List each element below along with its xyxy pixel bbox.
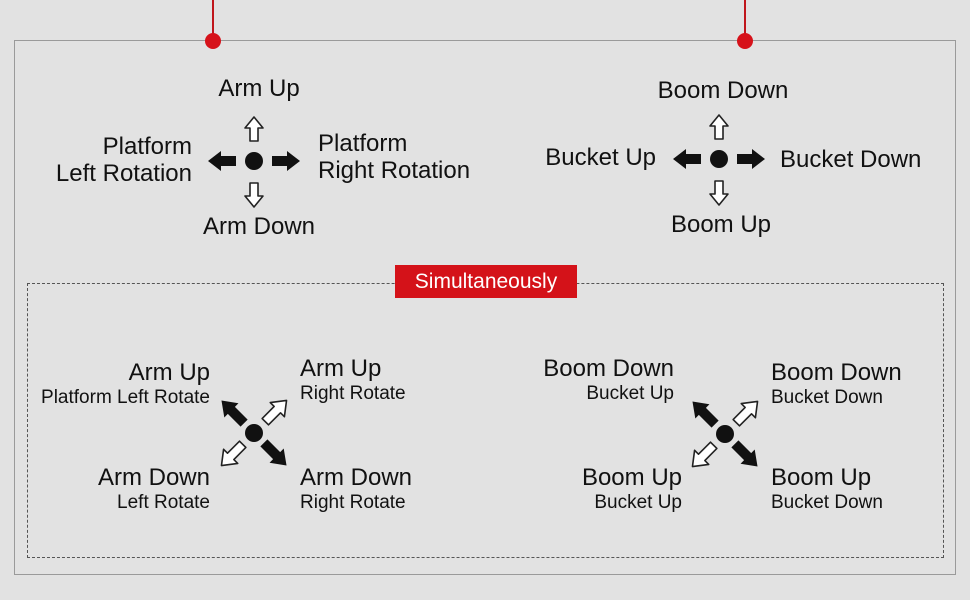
platform-left-arrow-icon xyxy=(208,151,236,171)
arm-up-arrow-icon xyxy=(244,116,264,142)
boom-down-label: Boom Down xyxy=(657,77,789,104)
main-label: Arm Up xyxy=(128,359,210,386)
arm-up-platform-left-rotate-label: Arm Up Platform Left Rotate xyxy=(30,359,210,408)
sub-label: Bucket Up xyxy=(586,382,674,404)
main-label: Boom Down xyxy=(543,355,674,382)
left-hanging-wire xyxy=(212,0,214,36)
lower-left-outline-arrow-icon xyxy=(684,437,722,475)
boom-down-bucket-up-label: Boom Down Bucket Up xyxy=(520,355,674,404)
platform-left-line2: Left Rotation xyxy=(55,159,192,187)
upper-right-outline-arrow-icon xyxy=(257,392,295,430)
sub-label: Bucket Down xyxy=(771,386,883,408)
platform-right-line2: Right Rotation xyxy=(318,156,471,184)
upper-left-solid-arrow-icon xyxy=(214,393,252,431)
joystick-center-dot xyxy=(245,152,263,170)
left-pin-icon xyxy=(205,33,221,49)
boom-down-bucket-down-label: Boom Down Bucket Down xyxy=(771,359,941,408)
bucket-up-label: Bucket Up xyxy=(545,144,656,171)
upper-left-solid-arrow-icon xyxy=(685,394,723,432)
boom-down-arrow-icon xyxy=(709,114,729,140)
sub-label: Right Rotate xyxy=(300,382,406,404)
boom-bucket-diagonal-cross xyxy=(684,393,766,475)
platform-right-arrow-icon xyxy=(272,151,300,171)
boom-up-label: Boom Up xyxy=(670,211,772,238)
sub-label: Platform Left Rotate xyxy=(41,386,210,408)
bucket-down-arrow-icon xyxy=(737,149,765,169)
main-label: Arm Down xyxy=(300,464,413,491)
main-label: Arm Up xyxy=(300,355,382,382)
joystick-center-dot xyxy=(245,424,263,442)
platform-left-line1: Platform xyxy=(102,133,192,160)
main-label: Arm Down xyxy=(97,464,210,491)
arm-down-arrow-icon xyxy=(244,182,264,208)
arm-down-left-rotate-label: Arm Down Left Rotate xyxy=(60,464,210,513)
sub-label: Bucket Up xyxy=(594,491,682,513)
right-pin-icon xyxy=(737,33,753,49)
main-label: Boom Up xyxy=(771,464,872,491)
joystick-center-dot xyxy=(716,425,734,443)
lower-right-solid-arrow-icon xyxy=(256,435,294,473)
sub-label: Right Rotate xyxy=(300,491,406,513)
bucket-up-arrow-icon xyxy=(673,149,701,169)
arm-up-right-rotate-label: Arm Up Right Rotate xyxy=(300,355,460,404)
joystick-center-dot xyxy=(710,150,728,168)
platform-left-rotation-label: Platform Left Rotation xyxy=(30,133,192,188)
arm-platform-cross xyxy=(208,116,300,208)
joystick-panel xyxy=(14,40,956,575)
boom-up-bucket-down-label: Boom Up Bucket Down xyxy=(771,464,921,513)
platform-right-rotation-label: Platform Right Rotation xyxy=(318,130,488,185)
arm-platform-diagonal-cross xyxy=(213,392,295,474)
arm-down-label: Arm Down xyxy=(202,213,316,240)
main-label: Boom Down xyxy=(771,359,902,386)
lower-left-outline-arrow-icon xyxy=(213,436,251,474)
main-label: Boom Up xyxy=(581,464,682,491)
lower-right-solid-arrow-icon xyxy=(727,436,765,474)
bucket-down-label: Bucket Down xyxy=(780,146,922,173)
right-hanging-wire xyxy=(744,0,746,36)
boom-up-arrow-icon xyxy=(709,180,729,206)
simultaneously-badge: Simultaneously xyxy=(395,265,577,298)
boom-up-bucket-up-label: Boom Up Bucket Up xyxy=(540,464,682,513)
arm-up-label: Arm Up xyxy=(218,75,300,102)
arm-down-right-rotate-label: Arm Down Right Rotate xyxy=(300,464,460,513)
boom-bucket-cross xyxy=(673,114,765,206)
sub-label: Bucket Down xyxy=(771,491,883,513)
sub-label: Left Rotate xyxy=(117,491,210,513)
platform-right-line1: Platform xyxy=(318,130,408,157)
upper-right-outline-arrow-icon xyxy=(728,393,766,431)
